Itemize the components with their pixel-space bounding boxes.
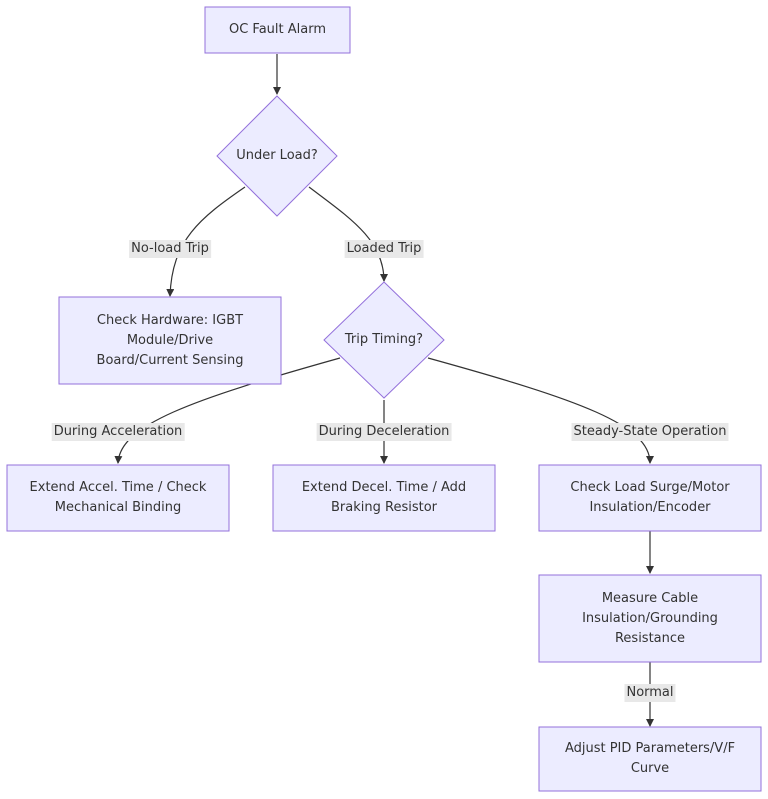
edge-label-steady-state: Steady-State Operation <box>571 423 729 441</box>
node-cable: Measure Cable Insulation/Grounding Resis… <box>582 590 718 646</box>
node-pid-shape <box>538 726 762 792</box>
node-under-load-shape <box>216 95 338 217</box>
node-oc-fault-alarm: OC Fault Alarm <box>228 22 327 37</box>
edge-label-no-load-trip: No-load Trip <box>129 240 211 258</box>
edge-during-acceleration <box>114 357 341 464</box>
edge-label-normal: Normal <box>624 684 676 702</box>
node-cable-shape <box>538 574 762 663</box>
edge-no-load-trip <box>166 186 246 297</box>
node-decel: Extend Decel. Time / Add Braking Resisto… <box>301 480 467 515</box>
node-check-hardware: Check Hardware: IGBT Module/Drive Board/… <box>96 312 244 368</box>
node-accel-shape <box>6 464 230 532</box>
node-trip-timing-shape <box>323 281 445 399</box>
edge-steady-state <box>427 357 654 464</box>
node-oc-fault-alarm-shape <box>204 6 351 54</box>
node-steady: Check Load Surge/Motor Insulation/Encode… <box>570 480 730 515</box>
node-under-load: Under Load? <box>236 148 318 163</box>
node-decel-shape <box>272 464 496 532</box>
edge-label-during-acceleration: During Acceleration <box>51 423 185 441</box>
edge-label-during-deceleration: During Deceleration <box>316 423 452 441</box>
node-check-hardware-shape <box>58 296 282 385</box>
edge-label-loaded-trip: Loaded Trip <box>344 240 424 258</box>
node-pid: Adjust PID Parameters/V/F Curve <box>564 741 736 776</box>
edge-loaded-trip <box>308 186 388 282</box>
node-accel: Extend Accel. Time / Check Mechanical Bi… <box>29 480 207 515</box>
node-steady-shape <box>538 464 762 532</box>
node-trip-timing: Trip Timing? <box>344 332 424 347</box>
